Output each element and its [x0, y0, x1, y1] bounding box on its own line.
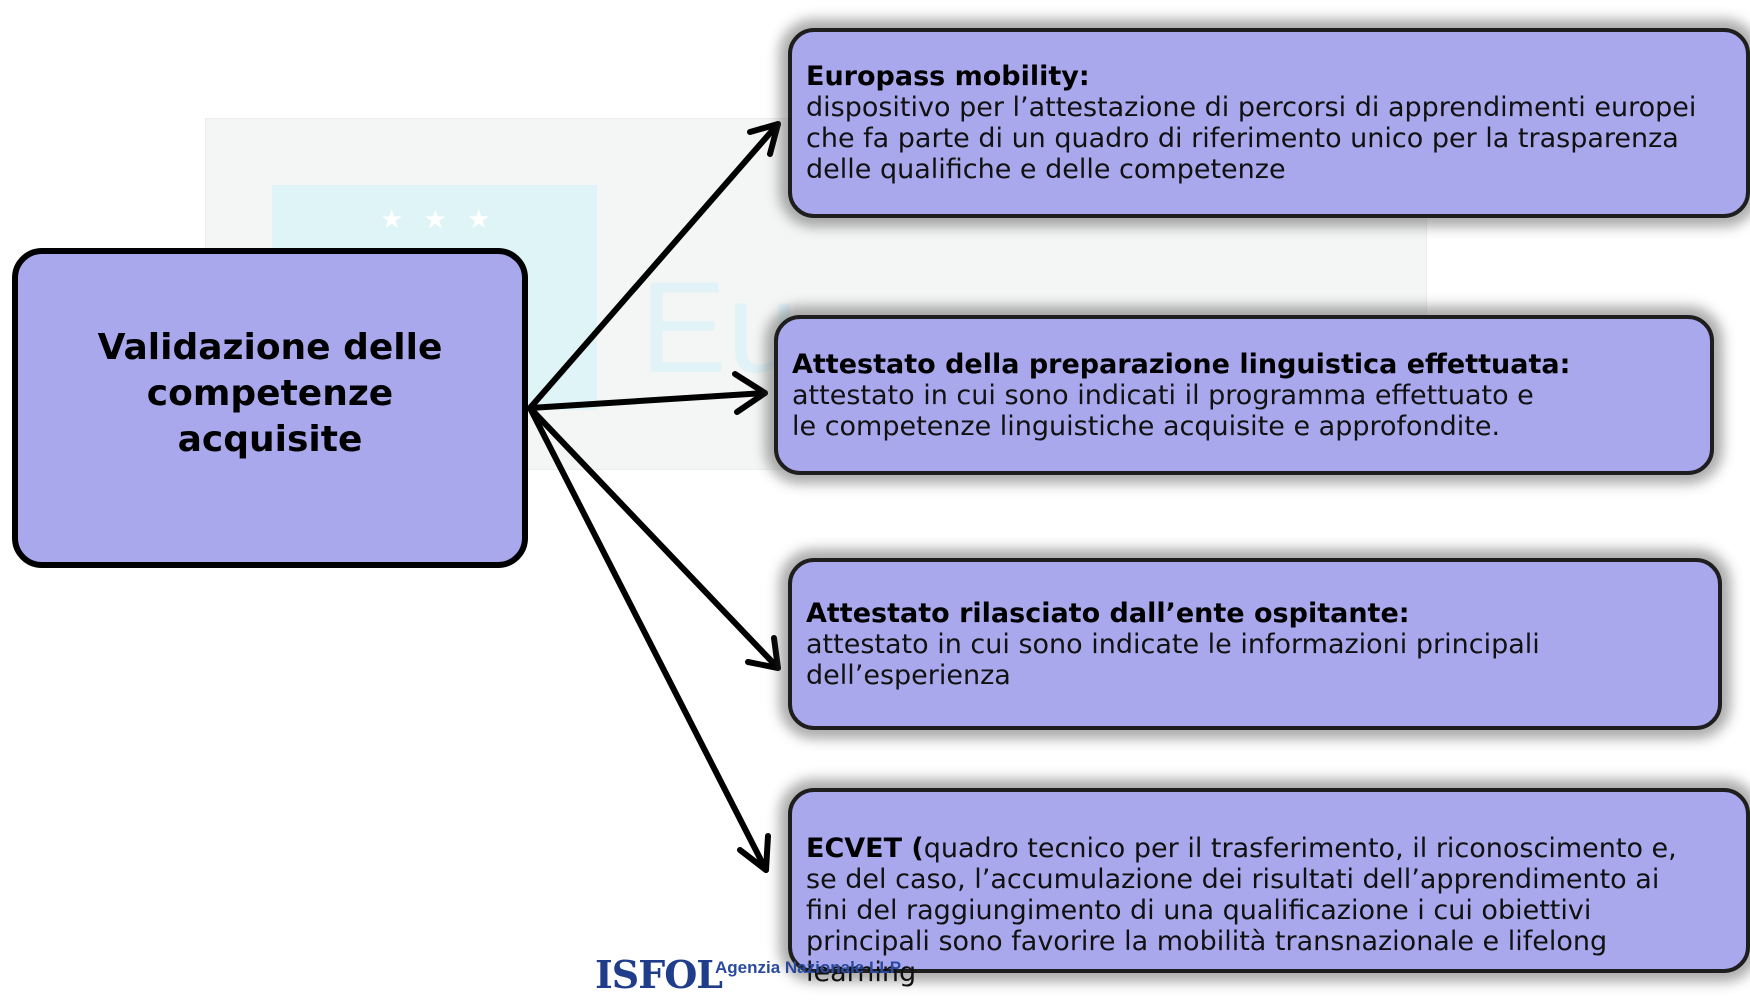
main-concept-box: Validazione delle competenze acquisite: [12, 248, 528, 568]
isfol-logo: ISFOL: [595, 952, 723, 997]
ecvet-heading: ECVET (: [806, 833, 924, 864]
attestato-ente-box: Attestato rilasciato dall’ente ospitante…: [788, 558, 1722, 730]
europass-mobility-box: Europass mobility: dispositivo per l’att…: [788, 28, 1750, 218]
main-concept-title: Validazione delle competenze acquisite: [97, 327, 443, 460]
attestato-linguistico-box: Attestato della preparazione linguistica…: [774, 315, 1714, 475]
background-stars: ★ ★ ★: [380, 205, 497, 235]
europass-mobility-body: dispositivo per l’attestazione di percor…: [806, 92, 1697, 185]
attestato-linguistico-heading: Attestato della preparazione linguistica…: [792, 348, 1571, 380]
europass-mobility-heading: Europass mobility:: [806, 61, 1090, 92]
ecvet-body: quadro tecnico per il trasferimento, il …: [806, 833, 1677, 988]
attestato-linguistico-body: attestato in cui sono indicati il progra…: [792, 379, 1534, 442]
arrow-to-europass: [527, 121, 781, 411]
attestato-ente-heading: Attestato rilasciato dall’ente ospitante…: [806, 597, 1410, 629]
agency-label: Agenzia Nazionale LLP: [715, 958, 902, 977]
attestato-ente-body: attestato in cui sono indicate le inform…: [806, 628, 1540, 691]
arrowhead-europass: [747, 121, 781, 157]
ecvet-box: ECVET (quadro tecnico per il trasferimen…: [788, 788, 1750, 988]
arrowhead-ecvet: [737, 833, 771, 873]
arrowhead-attestato-linguistico: [732, 371, 768, 415]
arrow-to-ecvet: [527, 405, 769, 873]
arrow-to-attestato-linguistico: [527, 390, 768, 411]
background-word: Eu: [640, 254, 800, 400]
arrow-to-attestato-ente: [527, 405, 781, 671]
arrowhead-attestato-ente: [745, 635, 781, 671]
